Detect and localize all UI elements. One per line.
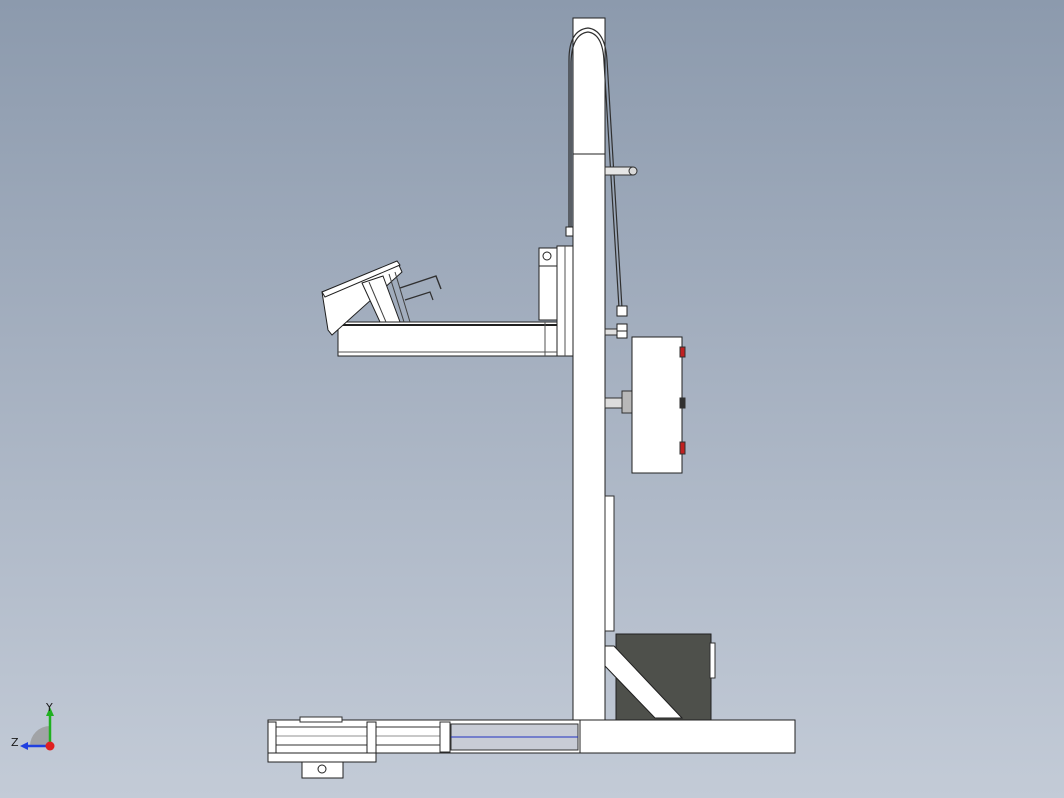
- column-peg[interactable]: [604, 166, 638, 176]
- drive-belt: [568, 27, 623, 309]
- y-axis-label: Y: [45, 701, 53, 714]
- belt-clamp-lower: [616, 305, 628, 317]
- indicator-top: [679, 346, 686, 358]
- tension-fitting: [604, 323, 628, 339]
- linear-rail[interactable]: [267, 716, 581, 754]
- rail-foot: [301, 761, 344, 779]
- control-box[interactable]: [604, 336, 686, 474]
- column-strip: [604, 495, 615, 632]
- arm-carriage[interactable]: [538, 245, 574, 357]
- rail-end-caps: [267, 721, 377, 763]
- diagonal-brace: [604, 645, 684, 719]
- horizontal-arm[interactable]: [337, 321, 558, 357]
- x-axis-dot: [45, 741, 55, 751]
- axis-triad: Y Z: [11, 701, 55, 751]
- z-axis-label: Z: [11, 736, 19, 749]
- indicator-bottom: [679, 441, 686, 455]
- vertical-column[interactable]: [572, 17, 606, 722]
- tilted-gripper[interactable]: [321, 260, 442, 336]
- belt-clamp-upper: [565, 226, 574, 237]
- indicator-mid: [679, 397, 686, 409]
- base-platform[interactable]: [579, 719, 796, 754]
